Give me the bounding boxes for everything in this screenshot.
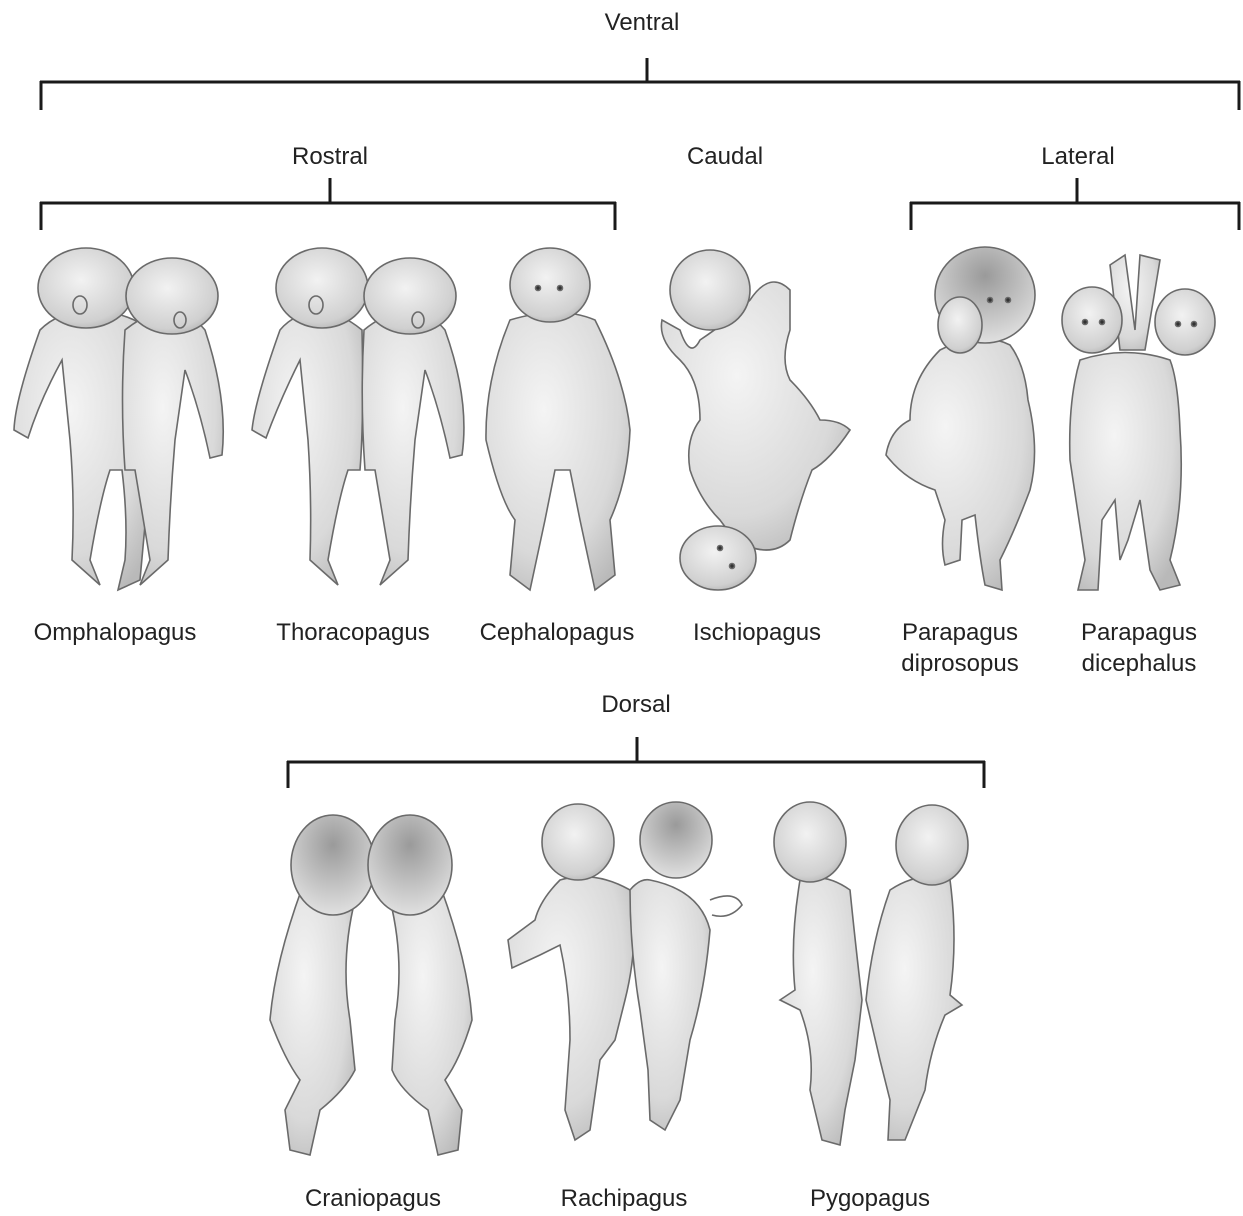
group-label-ventral: Ventral bbox=[605, 8, 680, 38]
type-label-parapagus-diprosopus: Parapagus diprosopus bbox=[901, 617, 1018, 679]
group-label-lateral: Lateral bbox=[1041, 142, 1114, 172]
type-label-parapagus-dicephalus-line2: dicephalus bbox=[1081, 648, 1197, 679]
thoracopagus-illustration bbox=[252, 248, 464, 585]
ventral-bracket bbox=[40, 58, 1240, 110]
group-label-dorsal: Dorsal bbox=[601, 690, 670, 720]
type-label-parapagus-diprosopus-line2: diprosopus bbox=[901, 648, 1018, 679]
cephalopagus-illustration bbox=[486, 248, 630, 590]
parapagus-dicephalus-illustration bbox=[1062, 255, 1215, 590]
type-label-pygopagus: Pygopagus bbox=[810, 1184, 930, 1214]
type-label-ischiopagus: Ischiopagus bbox=[693, 618, 821, 648]
type-label-thoracopagus: Thoracopagus bbox=[276, 618, 429, 648]
type-label-omphalopagus: Omphalopagus bbox=[34, 618, 197, 648]
omphalopagus-illustration bbox=[14, 248, 223, 590]
group-label-rostral: Rostral bbox=[292, 142, 368, 172]
rachipagus-illustration bbox=[508, 802, 742, 1140]
parapagus-diprosopus-illustration bbox=[886, 247, 1035, 590]
type-label-rachipagus: Rachipagus bbox=[561, 1184, 688, 1214]
ischiopagus-illustration bbox=[661, 250, 850, 590]
type-label-parapagus-dicephalus: Parapagus dicephalus bbox=[1081, 617, 1197, 679]
type-label-cephalopagus: Cephalopagus bbox=[480, 618, 635, 648]
rostral-bracket bbox=[40, 178, 616, 230]
pygopagus-illustration bbox=[774, 802, 968, 1145]
type-label-craniopagus: Craniopagus bbox=[305, 1184, 441, 1214]
group-label-caudal: Caudal bbox=[687, 142, 763, 172]
type-label-parapagus-dicephalus-line1: Parapagus bbox=[1081, 617, 1197, 648]
type-label-parapagus-diprosopus-line1: Parapagus bbox=[901, 617, 1018, 648]
craniopagus-illustration bbox=[270, 815, 472, 1155]
lateral-bracket bbox=[910, 178, 1240, 230]
dorsal-bracket bbox=[287, 737, 985, 788]
